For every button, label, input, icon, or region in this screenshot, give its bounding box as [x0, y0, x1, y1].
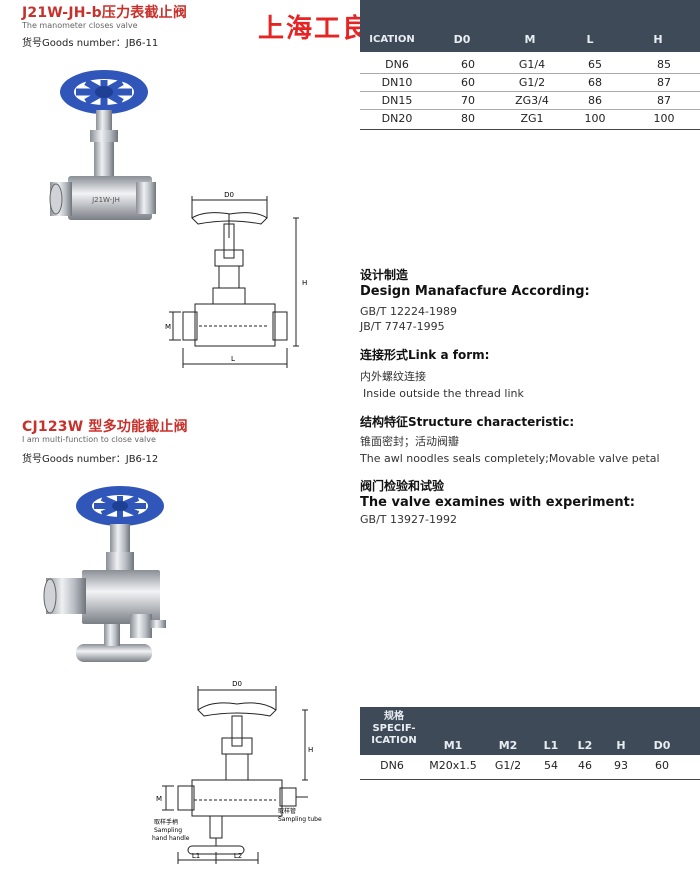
table-cell: G1/2	[494, 759, 522, 772]
table-cell: 87	[628, 73, 700, 92]
col-m2: M2	[498, 738, 518, 752]
sampling-tube-cn: 取样管	[278, 807, 296, 815]
section-design-cn: 设计制造	[360, 268, 409, 282]
spec-word: ICATION	[369, 33, 415, 45]
product1-goods-number: 货号Goods number：JB6-11	[22, 38, 159, 49]
table-cell: ZG3/4	[502, 91, 562, 110]
product2-photo	[43, 486, 166, 662]
table-cell: 60	[434, 56, 502, 74]
sampling-tube-en: Sampling tube	[278, 816, 322, 823]
product1-title: J21W-JH-b压力表截止阀	[22, 5, 188, 21]
table-cell: 86	[562, 91, 628, 110]
section-examine-line-1: GB/T 13927-1992	[360, 513, 457, 526]
svg-text:J21W-JH: J21W-JH	[91, 196, 120, 204]
product1-photo: J21W-JH	[49, 70, 156, 220]
dim-l-label: L	[231, 355, 235, 363]
section-link-form-line-1: 内外螺纹连接	[360, 370, 426, 383]
dim-d0-label: D0	[224, 191, 234, 199]
sampling-handle-en1: Sampling	[154, 827, 182, 834]
table-cell: 60	[434, 73, 502, 92]
product2-drawing: D0 H M L1 L2 取样手柄 Sampling hand handle 取…	[152, 680, 322, 864]
spec-table-2: 规格 SPECIF- ICATION M1 M2 L1 L2 H D0 DN6 …	[360, 707, 700, 782]
dim-h-label: H	[302, 279, 307, 287]
dim-l2-label: L2	[234, 852, 242, 860]
section-link-form-title: 连接形式Link a form:	[360, 348, 490, 362]
dim-l1-label: L1	[192, 852, 200, 860]
col-h: H	[653, 32, 663, 46]
spec-word-en2: ICATION	[371, 735, 417, 746]
section-design-line-2: JB/T 7747-1995	[360, 320, 445, 333]
section-design: 设计制造 Design Manafacfure According: GB/T …	[360, 266, 700, 333]
table-cell: DN10	[360, 73, 434, 92]
spec-table-2-header: 规格 SPECIF- ICATION M1 M2 L1 L2 H D0	[360, 707, 700, 755]
product2-goods-number: 货号Goods number：JB6-12	[22, 454, 159, 465]
table-cell: 93	[614, 759, 628, 772]
col-m: M	[524, 32, 536, 46]
table-cell: M20x1.5	[429, 759, 477, 772]
spec-word-block: 规格 SPECIF- ICATION	[364, 711, 424, 747]
dim-d0-label: D0	[232, 680, 242, 688]
col-m1: M1	[443, 738, 463, 752]
table-cell: DN6	[380, 759, 404, 772]
table-cell: 85	[628, 56, 700, 74]
product1-drawing: D0 H M L	[165, 191, 307, 368]
table-cell: G1/4	[502, 56, 562, 74]
spec-table-2-row: DN6 M20x1.5 G1/2 54 46 93 60	[360, 759, 700, 777]
table-cell: 60	[655, 759, 669, 772]
table-cell: DN15	[360, 91, 434, 110]
col-l1: L1	[543, 738, 559, 752]
dim-m-label: M	[156, 795, 162, 803]
section-design-en: Design Manafacfure According:	[360, 284, 590, 299]
table-cell: G1/2	[502, 73, 562, 92]
col-d0: D0	[653, 738, 671, 752]
section-structure-line-2: The awl noodles seals completely;Movable…	[360, 452, 660, 465]
sampling-handle-en2: hand handle	[152, 835, 190, 842]
table-row: DN20 80 ZG1 100 100	[360, 110, 700, 128]
table-cell: 70	[434, 91, 502, 110]
table-cell: 87	[628, 91, 700, 110]
dim-h-label: H	[308, 746, 313, 754]
table-cell: 100	[653, 112, 675, 125]
product2-title: CJ123W 型多功能截止阀	[22, 419, 188, 435]
col-l: L	[586, 32, 594, 46]
sampling-handle-cn: 取样手柄	[154, 818, 178, 826]
table-cell: 68	[562, 73, 628, 92]
section-structure-title: 结构特征Structure characteristic:	[360, 415, 575, 429]
section-structure: 结构特征Structure characteristic: 锥面密封；活动阀瓣 …	[360, 413, 700, 465]
section-examine: 阀门检验和试验 The valve examines with experime…	[360, 477, 700, 526]
section-design-line-1: GB/T 12224-1989	[360, 305, 457, 318]
table-cell: 65	[562, 56, 628, 74]
table-cell: 46	[578, 759, 592, 772]
col-h: H	[616, 738, 626, 752]
section-examine-en: The valve examines with experiment:	[360, 495, 635, 510]
table-cell: 100	[584, 112, 606, 125]
table-cell: ZG1	[520, 112, 544, 125]
col-d0: D0	[453, 32, 471, 46]
table-cell: DN20	[381, 112, 413, 125]
spec-word-cn: 规格	[384, 711, 404, 722]
section-examine-cn: 阀门检验和试验	[360, 479, 445, 493]
spec-word-en1: SPECIF-	[372, 723, 416, 734]
product1-subtitle: The manometer closes valve	[22, 21, 138, 30]
section-link-form-line-2: Inside outside the thread link	[363, 387, 524, 400]
table-cell: 80	[461, 112, 475, 125]
spec-table-1-header: ICATION D0 M L H	[360, 0, 700, 52]
product2-subtitle: I am multi-function to close valve	[22, 435, 156, 444]
section-link-form: 连接形式Link a form: 内外螺纹连接 Inside outside t…	[360, 346, 700, 400]
sections-column: 设计制造 Design Manafacfure According: GB/T …	[360, 266, 700, 526]
col-l2: L2	[577, 738, 593, 752]
table-cell: 54	[544, 759, 558, 772]
section-structure-line-1: 锥面密封；活动阀瓣	[360, 435, 459, 448]
table-cell: DN6	[360, 56, 434, 74]
dim-m-label: M	[165, 323, 171, 331]
